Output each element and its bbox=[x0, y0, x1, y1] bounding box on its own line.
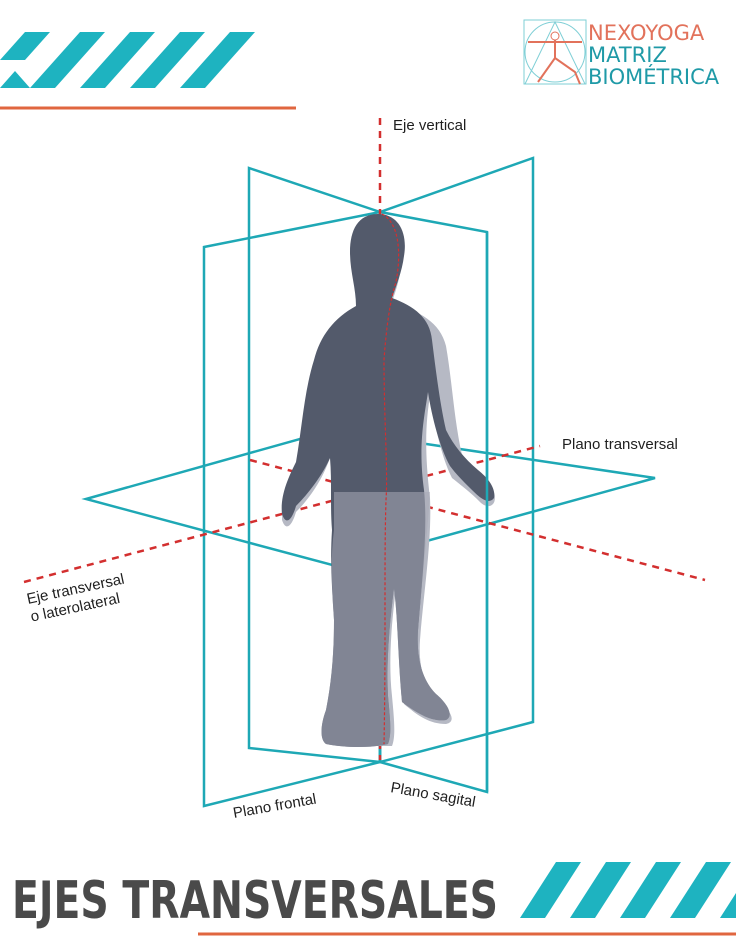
label-plano-sagital: Plano sagital bbox=[389, 779, 477, 811]
brand-line2: MATRIZ bbox=[588, 43, 667, 67]
yoga-warrior-pose-icon bbox=[523, 19, 587, 85]
page-title: EJES TRANSVERSALES bbox=[12, 871, 498, 931]
eje-anteroposterior-line bbox=[249, 458, 706, 582]
figure-midline bbox=[381, 213, 400, 745]
label-eje-vertical: Eje vertical bbox=[393, 117, 466, 134]
bottom-right-stripes bbox=[520, 862, 736, 918]
label-plano-transversal: Plano transversal bbox=[562, 436, 678, 453]
plano-transversal-shape bbox=[81, 428, 656, 568]
brand-line1: NEXOYOGA bbox=[588, 21, 705, 45]
human-figure bbox=[281, 213, 495, 747]
brand-line3: BIOMÉTRICA bbox=[588, 64, 720, 89]
top-left-stripes bbox=[0, 32, 255, 88]
brand-logo: NEXOYOGA MATRIZ BIOMÉTRICA bbox=[523, 19, 720, 89]
